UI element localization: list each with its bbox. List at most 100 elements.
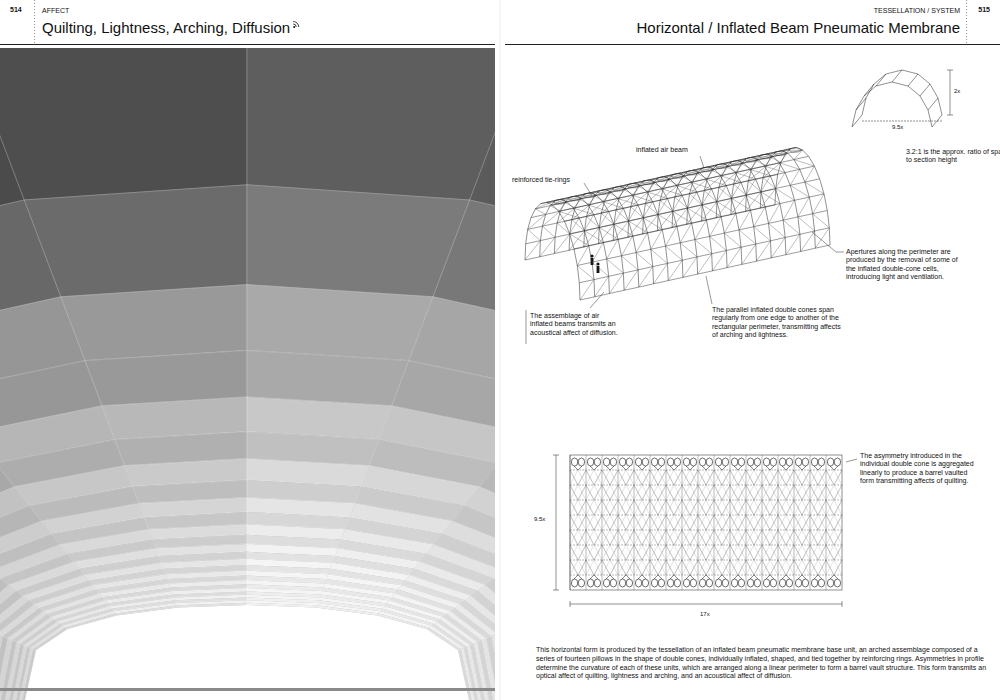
membrane-facet <box>624 270 638 290</box>
double-cone-tip <box>814 466 822 470</box>
plan-facet <box>570 485 586 500</box>
leader-line <box>526 310 527 344</box>
membrane-facet <box>746 195 765 207</box>
plan-column <box>570 455 571 590</box>
plan-facet <box>794 500 810 515</box>
membrane-facet <box>761 176 771 192</box>
membrane-facet <box>727 247 741 267</box>
plan-column <box>698 455 699 590</box>
plan-facet <box>602 500 618 515</box>
plan-facet <box>634 485 650 500</box>
plan-facet <box>714 470 730 485</box>
membrane-facet <box>763 163 781 178</box>
plan-facet <box>698 470 714 485</box>
section-label: TESSELLATION / SYSTEM <box>874 7 960 15</box>
membrane-facet <box>675 197 688 208</box>
ring-line <box>526 189 776 244</box>
plan-facet <box>650 560 666 575</box>
membrane-facet <box>631 207 644 218</box>
membrane-facet <box>704 176 722 191</box>
plan-column <box>602 455 603 590</box>
plan-facet <box>586 470 602 485</box>
membrane-facet <box>690 194 703 205</box>
membrane-facet <box>708 166 729 168</box>
plan-facet <box>810 515 826 530</box>
membrane-facet <box>776 189 795 201</box>
plan-facet <box>666 470 682 485</box>
double-cone-tip <box>622 575 630 579</box>
pillow-ridge <box>627 184 639 188</box>
plan-column <box>810 455 811 590</box>
plan-facet <box>634 545 650 560</box>
membrane-facet <box>658 199 668 215</box>
plan-dimensions <box>553 455 842 607</box>
plan-facet <box>714 485 730 500</box>
membrane-facet <box>609 193 619 199</box>
plan-facet <box>826 545 842 560</box>
header-divider <box>966 0 967 44</box>
plan-facet <box>618 560 634 575</box>
plan-facet <box>634 500 650 515</box>
membrane-facet <box>580 199 590 205</box>
membrane-facet <box>645 204 658 215</box>
double-cone-tip <box>782 466 790 470</box>
membrane-facet <box>798 217 815 231</box>
plan-facet <box>826 500 842 515</box>
plan-facet <box>714 530 730 545</box>
plan-facet <box>682 545 698 560</box>
plan-facet <box>778 500 794 515</box>
double-cone-tip <box>750 466 758 470</box>
membrane-facet <box>580 280 594 300</box>
double-cone-cell <box>706 579 712 587</box>
plan-facet <box>762 470 778 485</box>
double-cone-cell <box>770 579 776 587</box>
membrane-facet <box>584 228 599 248</box>
plan-facet <box>730 530 746 545</box>
plan-facet <box>826 515 842 530</box>
plan-facet <box>746 515 762 530</box>
double-cone-tip <box>718 575 726 579</box>
double-cone-cell <box>827 458 833 466</box>
double-cone-cell <box>674 458 680 466</box>
membrane-facet <box>754 227 771 241</box>
membrane-facet <box>653 183 663 189</box>
plan-facet <box>826 515 842 530</box>
membrane-facet <box>559 202 568 212</box>
double-cone-cell <box>827 579 833 587</box>
plan-facet <box>650 485 666 500</box>
plan-facet <box>682 515 698 530</box>
plan-facet <box>666 515 682 530</box>
membrane-facet <box>603 192 612 202</box>
plan-facet <box>794 470 810 485</box>
plan-facet <box>778 545 794 560</box>
plan-facet <box>634 530 650 545</box>
membrane-facet <box>592 242 603 262</box>
plan-column <box>794 455 795 590</box>
membrane-facet <box>779 153 788 163</box>
double-cone-cell <box>747 579 753 587</box>
double-cone-cell <box>587 458 593 466</box>
plan-facet <box>682 485 698 500</box>
plan-facet <box>826 560 842 575</box>
double-cone-cell <box>635 458 641 466</box>
page-title: Horizontal / Inflated Beam Pneumatic Mem… <box>637 19 961 37</box>
double-cone-cell <box>738 579 744 587</box>
double-cone-tip <box>830 575 838 579</box>
leader-line <box>700 156 704 168</box>
double-cone-cell <box>651 458 657 466</box>
membrane-facet <box>695 240 712 254</box>
plan-facet <box>650 485 666 500</box>
pillow-ridge <box>554 200 566 204</box>
membrane-facet <box>779 163 800 170</box>
plan-facet <box>730 515 746 530</box>
membrane-facet <box>760 189 775 208</box>
plan-facet <box>650 470 666 485</box>
membrane-facet <box>815 228 829 248</box>
plan-facet <box>682 470 698 485</box>
dimension: 2x <box>954 88 960 95</box>
plan-facet <box>746 500 762 515</box>
plan-facet <box>618 515 634 530</box>
plan-facet <box>602 485 618 500</box>
plan-outline <box>570 455 842 590</box>
double-cone-cell <box>658 458 664 466</box>
